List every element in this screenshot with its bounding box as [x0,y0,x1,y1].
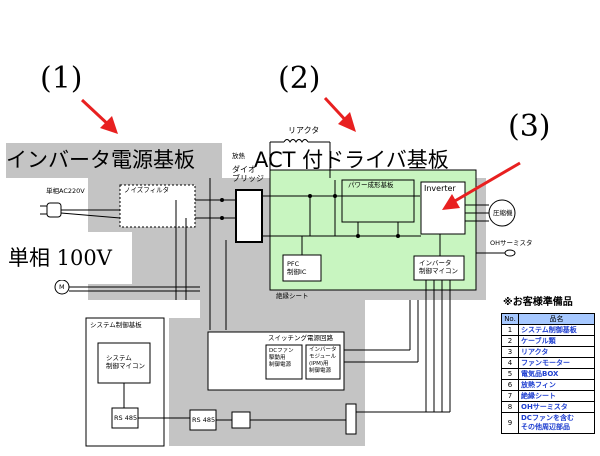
inverter-board-title: インバータ電源基板 [6,143,222,177]
compressor-label: 圧縮機 [493,209,513,217]
pfc-ic-label: PFC 制御IC [287,260,307,276]
inverter-micom-label: インバータ 制御マイコン [419,259,458,275]
oh-thermistor-label: OHサーミスタ [490,239,533,247]
marker-2: (2) [278,61,321,96]
legend-item-no: 3 [501,346,519,358]
system-micom-block [97,342,151,384]
oh-thermistor-icon [504,249,516,257]
system-board-label: システム制御基板 [90,321,142,329]
legend-item-no: 7 [501,390,519,402]
fan-motor-label: M [59,283,65,291]
legend-item-name: DCファンを含む その他周辺部品 [518,412,595,434]
legend-item-no: 1 [501,324,519,336]
power-shaping-block [341,179,415,223]
arrow-1-icon [80,98,118,134]
reactor-coil [283,139,309,143]
ac-plug-icon [40,202,62,218]
arrow-2-icon [323,96,356,132]
ac-input-label: 単相AC220V [46,187,85,195]
inv-module-psu-label: インバータ モジュール (IPM)用 制御電源 [309,347,337,374]
inverter-label: Inverter [424,184,456,193]
legend-item-name: OHサーミスタ [518,401,595,413]
legend-item-name: 絶縁シート [518,390,595,402]
legend-item-no: 5 [501,368,519,380]
rs485-inverter-label: RS 485 [192,416,216,424]
legend-item-name: システム制御基板 [518,324,595,336]
system-micom-label: システム 制御マイコン [106,354,145,370]
legend-item-no: 4 [501,357,519,369]
legend-item-name: ファンモーター [518,357,595,369]
diode-bridge-label: ダイオ ブリッジ [232,165,264,183]
dc-fan-psu-block [265,344,303,380]
heatsink-label: 放熱 [232,152,245,160]
marker-1: (1) [40,61,83,96]
rs485-system-label: RS 485 [114,414,138,422]
legend-header-row: No. 品名 [501,313,595,325]
inv-module-psu-block [305,344,341,380]
isolator-block [231,411,251,429]
power-shaping-label: パワー成形基板 [348,181,394,189]
reactor-label: リアクタ [288,126,320,135]
legend-header-name: 品名 [518,313,595,325]
dc-fan-psu-label: DCファン 駆動用 制御電源 [269,348,294,368]
legend-item-no: 8 [501,401,519,413]
legend-item-name: リアクタ [518,346,595,358]
legend-item-name: 放熱フィン [518,379,595,391]
act-board-title: ACT 付ドライバ基板 [254,148,449,172]
marker-3: (3) [508,109,551,144]
switching-psu-label: スイッチング電源回路 [268,334,333,342]
diode-bridge-block [235,189,263,243]
legend-item-name: 電気品BOX [518,368,595,380]
noise-filter-block [119,184,196,228]
inverter-micom-block [413,255,465,281]
legend-header-no: No. [501,313,519,325]
connector-block [345,403,357,435]
legend-item-no: 2 [501,335,519,347]
insulation-sheet-label: 絶縁シート [276,292,309,300]
noise-filter-label: ノイズフィルタ [124,186,170,194]
voltage-label: 単相 100V [6,236,130,280]
legend-item-no: 9 [501,412,519,434]
legend-item-name: ケーブル類 [518,335,595,347]
arrow-3-icon [442,161,521,210]
legend-title: ※お客様準備品 [503,297,573,308]
legend-item-no: 6 [501,379,519,391]
